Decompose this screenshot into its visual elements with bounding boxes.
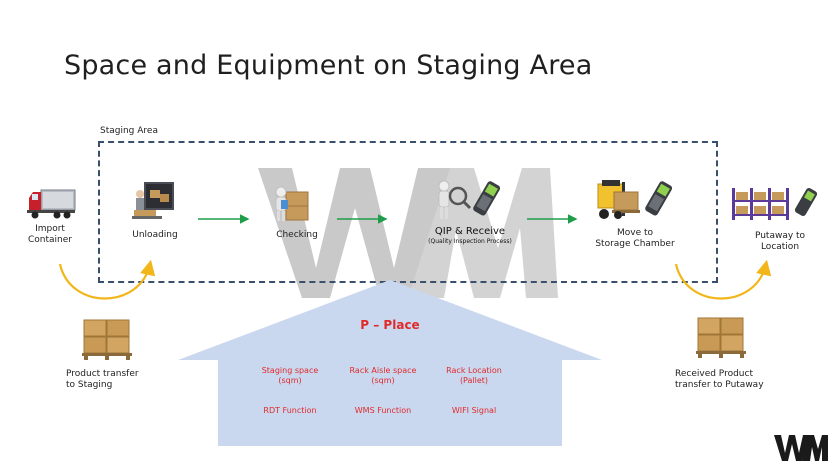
place-title: P – Place — [360, 318, 420, 332]
forklift-icon — [597, 180, 673, 219]
wm-logo — [774, 435, 828, 461]
staging-area-box — [98, 141, 718, 283]
checking-label: Checking — [276, 230, 318, 240]
slide-title: Space and Equipment on Staging Area — [64, 50, 593, 81]
place-item-rack-aisle: Rack Aisle space(sqm) — [349, 366, 417, 385]
pallet-boxes-icon — [82, 319, 132, 360]
qip-sub-label: (Quality Inspection Process) — [428, 238, 512, 245]
transfer-arc-right — [674, 259, 772, 300]
pallet-boxes-icon-right — [696, 317, 746, 358]
place-item-rdt-function: RDT Function — [263, 406, 317, 415]
place-item-wms-function: WMS Function — [354, 406, 412, 415]
place-item-staging-space: Staging space(sqm) — [261, 366, 319, 385]
unloading-label: Unloading — [132, 230, 178, 240]
checking-worker-icon — [275, 186, 309, 221]
place-house-shape — [178, 280, 602, 446]
place-item-rack-location: Rack Location(Pallet) — [446, 366, 502, 385]
truck-icon — [27, 189, 76, 219]
scanner-icon — [438, 180, 501, 219]
transfer-arc-left — [58, 259, 156, 300]
place-item-wifi-signal: WIFI Signal — [451, 406, 497, 415]
qip-receive-label: QIP & Receive — [434, 226, 506, 237]
rack-icon — [732, 187, 818, 220]
staging-area-label: Staging Area — [100, 126, 158, 136]
unloading-worker-icon — [132, 182, 174, 219]
